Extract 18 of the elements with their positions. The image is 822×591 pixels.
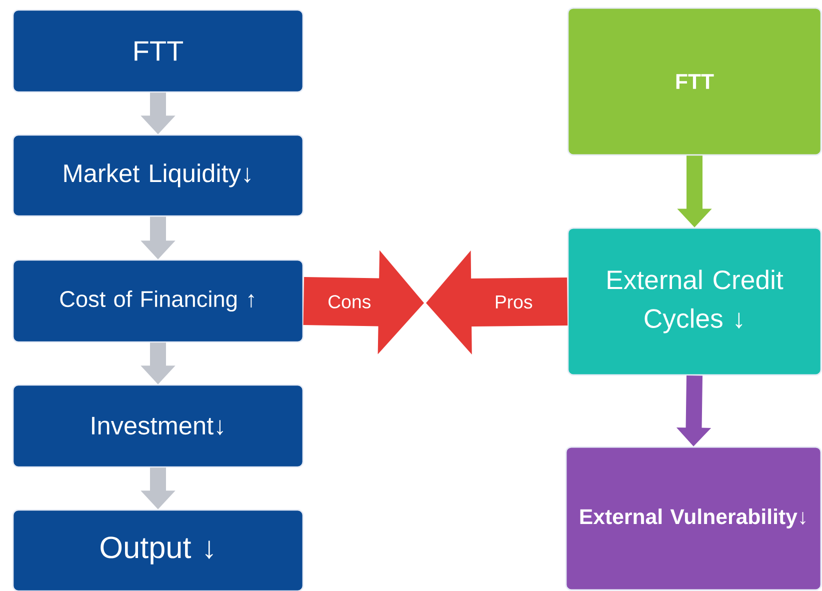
process-box: FTT: [567, 7, 822, 156]
arrow: [303, 250, 424, 354]
process-box: External Credit Cycles ↓: [567, 227, 822, 376]
edge-label: Pros: [496, 296, 532, 309]
edge-label: Cons: [328, 295, 370, 308]
arrow: [140, 468, 176, 510]
process-box: External Vulnerability↓: [565, 446, 822, 591]
arrow: [140, 216, 176, 260]
arrow: [426, 250, 568, 354]
process-box: Investment↓: [12, 384, 304, 468]
arrow: [140, 92, 176, 134]
arrow: [677, 156, 712, 228]
process-box: FTT: [12, 9, 304, 93]
arrow: [676, 376, 712, 446]
process-box: Cost of Financing ↑: [12, 259, 304, 343]
process-box: Output ↓: [12, 509, 304, 591]
process-box: Market Liquidity↓: [12, 134, 304, 217]
arrow: [140, 342, 176, 384]
